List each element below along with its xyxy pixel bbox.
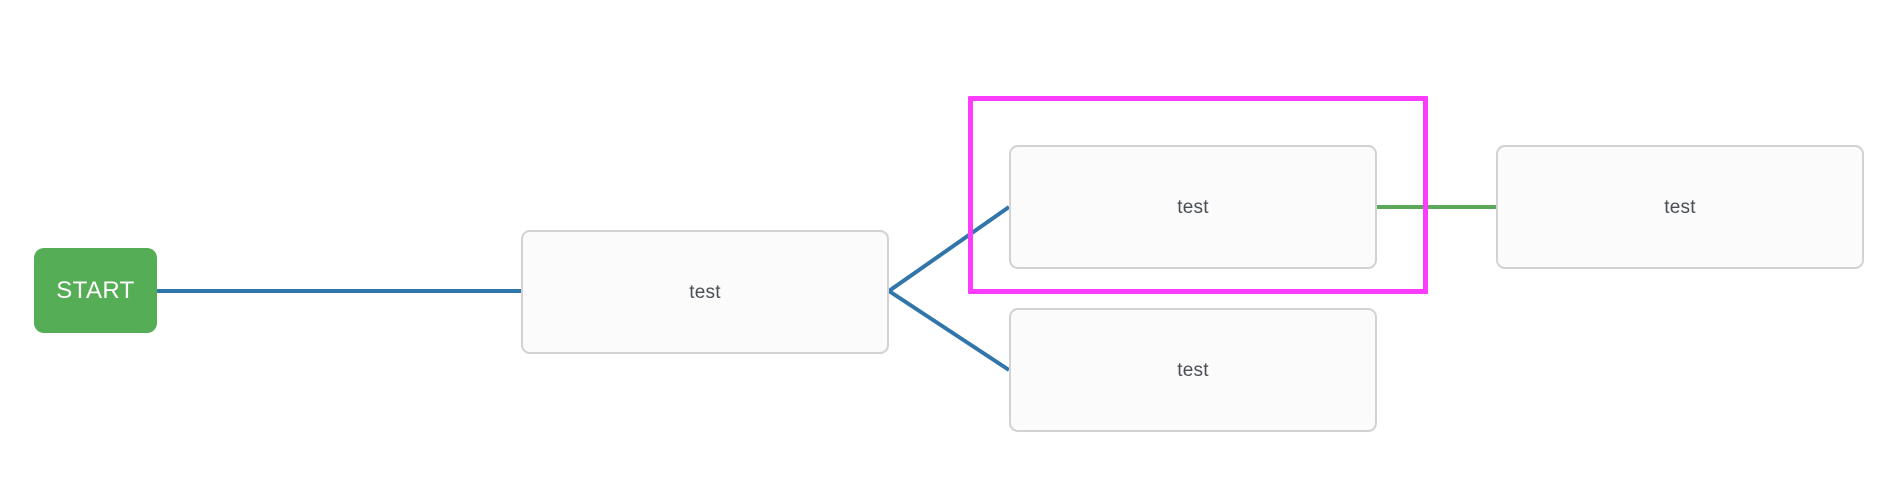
node-task-4-label: test xyxy=(1664,196,1696,218)
selection-rectangle[interactable] xyxy=(968,96,1428,294)
node-task-1[interactable]: test xyxy=(521,230,889,354)
node-task-1-label: test xyxy=(689,281,721,303)
node-task-3-label: test xyxy=(1177,359,1209,381)
edge-task1-task3[interactable] xyxy=(887,289,1011,372)
node-start-label: START xyxy=(56,276,135,304)
node-task-3[interactable]: test xyxy=(1009,308,1377,432)
node-task-4[interactable]: test xyxy=(1496,145,1864,269)
node-task-2-label: test xyxy=(1177,196,1209,218)
node-task-2[interactable]: test xyxy=(1009,145,1377,269)
node-start[interactable]: START xyxy=(34,248,157,333)
